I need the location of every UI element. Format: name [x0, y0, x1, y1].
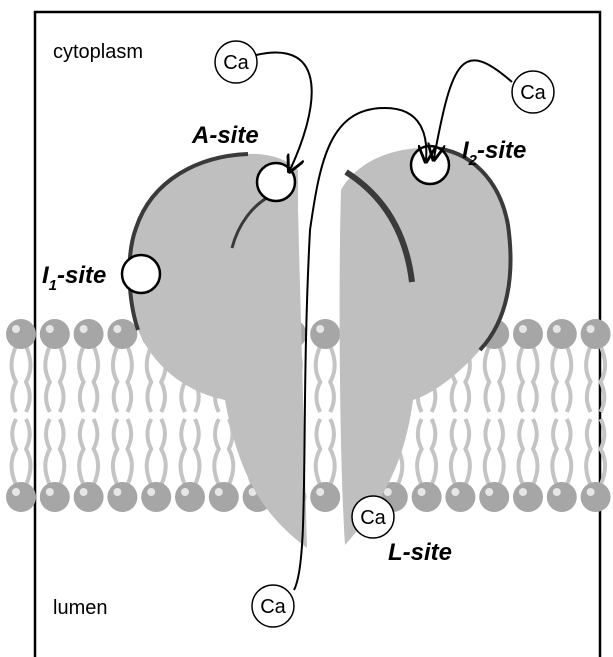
svg-text:Ca: Ca [360, 507, 386, 529]
lipid-tail-lower [316, 419, 335, 485]
lipid-tail-lower [181, 419, 200, 485]
lipid-tail-upper [45, 346, 64, 412]
lipid-head-highlight [46, 325, 54, 333]
lipid-tail-lower [451, 419, 470, 485]
i2-site-binding-pocket [411, 146, 449, 184]
lipid-tail-upper [586, 346, 605, 412]
lipid-head-highlight [485, 488, 493, 496]
lipid-tails [12, 346, 606, 485]
lipid-head-highlight [553, 325, 561, 333]
lipid-tail-lower [586, 419, 605, 485]
ca-ion-lumen-bound: Ca [352, 496, 394, 538]
lipid-head-highlight [451, 488, 459, 496]
lipid-head [547, 482, 577, 512]
lipid-head-highlight [215, 488, 223, 496]
lipid-head-highlight [113, 488, 121, 496]
lipid-tail-lower [485, 419, 504, 485]
lipid-head [479, 482, 509, 512]
lipid-tail-lower [519, 419, 538, 485]
lipid-head [445, 482, 475, 512]
lipid-head-highlight [113, 325, 121, 333]
lipid-head [513, 482, 543, 512]
lipid-head-highlight [12, 488, 20, 496]
lipid-head-highlight [181, 488, 189, 496]
label-l-site: L-site [388, 539, 452, 566]
svg-text:Ca: Ca [223, 52, 249, 74]
arrow-ca-to-a-site [256, 52, 312, 170]
lipid-head-highlight [519, 325, 527, 333]
lipid-head-highlight [12, 325, 20, 333]
lipid-head-highlight [316, 488, 324, 496]
lipid-head [310, 319, 340, 349]
lipid-heads-upper [6, 319, 611, 349]
lipid-head-highlight [46, 488, 54, 496]
lipid-head [547, 319, 577, 349]
lipid-tail-lower [12, 419, 31, 485]
ca-ion-lumen-bottom: Ca [252, 585, 294, 627]
lipid-head [310, 482, 340, 512]
label-cytoplasm: cytoplasm [53, 41, 143, 63]
lipid-head [74, 482, 104, 512]
lipid-head-highlight [147, 488, 155, 496]
lipid-tail-lower [113, 419, 132, 485]
lipid-tail-upper [316, 346, 335, 412]
svg-text:Ca: Ca [520, 82, 546, 104]
lipid-tail-upper [12, 346, 31, 412]
lipid-head [581, 482, 611, 512]
lipid-head-highlight [587, 325, 595, 333]
lipid-head [141, 482, 171, 512]
lipid-head [412, 482, 442, 512]
lipid-head-highlight [80, 488, 88, 496]
lipid-tail-lower [147, 419, 166, 485]
svg-text:Ca: Ca [260, 596, 286, 618]
lipid-tail-upper [519, 346, 538, 412]
lipid-tail-upper [485, 346, 504, 412]
lipid-head [107, 319, 137, 349]
lipid-head [209, 482, 239, 512]
lipid-head [40, 482, 70, 512]
lipid-head [40, 319, 70, 349]
i1-site-binding-pocket [122, 255, 160, 293]
lipid-bilayer [6, 319, 611, 512]
lipid-head [74, 319, 104, 349]
label-a-site: A-site [191, 122, 259, 149]
lipid-head [581, 319, 611, 349]
lipid-head [6, 319, 36, 349]
lipid-tail-upper [79, 346, 98, 412]
label-i2-site: I2-site [462, 137, 526, 169]
lipid-head-highlight [418, 488, 426, 496]
lipid-tail-lower [45, 419, 64, 485]
lipid-tail-lower [214, 419, 233, 485]
lipid-head-highlight [519, 488, 527, 496]
label-i1-site: I1-site [42, 262, 106, 294]
lipid-head [513, 319, 543, 349]
lipid-head [107, 482, 137, 512]
ca-ion-top-left: Ca [215, 41, 257, 83]
a-site-binding-pocket [257, 163, 295, 201]
lipid-tail-lower [552, 419, 571, 485]
lipid-heads-lower [6, 482, 611, 512]
lipid-tail-upper [113, 346, 132, 412]
lipid-head-highlight [587, 488, 595, 496]
lipid-head-highlight [80, 325, 88, 333]
lipid-tail-upper [552, 346, 571, 412]
label-lumen: lumen [53, 597, 107, 619]
lipid-tail-lower [79, 419, 98, 485]
lipid-head-highlight [316, 325, 324, 333]
ca-ion-top-right: Ca [512, 71, 554, 113]
lipid-tail-lower [417, 419, 436, 485]
lipid-head [6, 482, 36, 512]
lipid-head [175, 482, 205, 512]
lipid-head-highlight [553, 488, 561, 496]
